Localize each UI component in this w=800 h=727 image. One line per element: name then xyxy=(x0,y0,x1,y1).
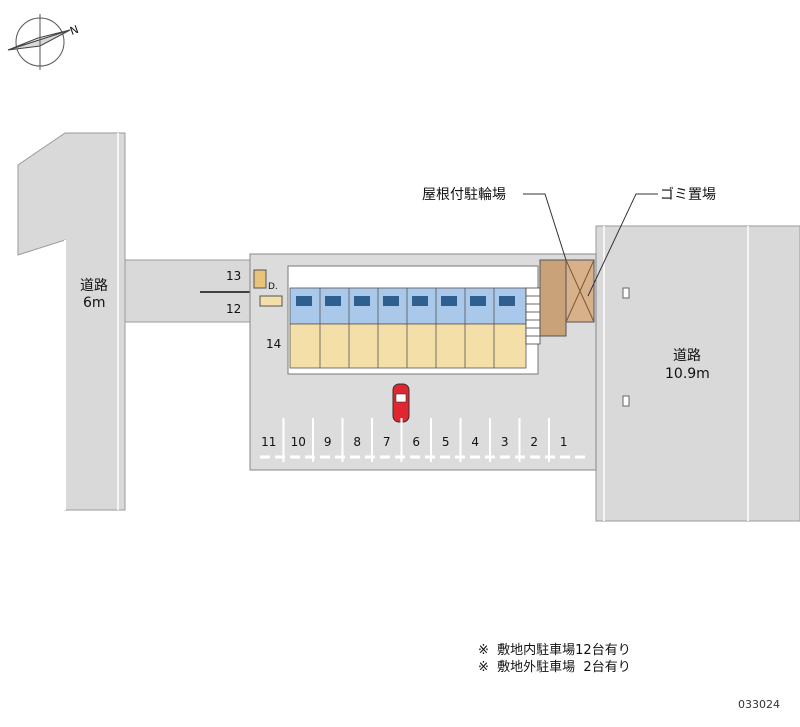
note-offsite-parking: ※ 敷地外駐車場 2台有り xyxy=(478,660,631,675)
apartment-building xyxy=(287,265,541,375)
spot-12: 12 xyxy=(226,302,241,316)
compass-icon: N xyxy=(7,14,80,70)
parking-spot-11: 11 xyxy=(261,435,276,449)
bicycle-leader-line xyxy=(523,193,567,261)
parking-spot-2: 2 xyxy=(530,435,538,449)
road-right-width: 10.9m xyxy=(665,366,710,382)
car-icon xyxy=(392,383,410,423)
parking-spot-4: 4 xyxy=(471,435,479,449)
garbage-leader-line xyxy=(587,193,658,297)
parking-spot-7: 7 xyxy=(383,435,391,449)
parking-spot-9: 9 xyxy=(324,435,332,449)
parking-spot-6: 6 xyxy=(412,435,420,449)
road-left-name: 道路 xyxy=(80,278,108,294)
bicycle-parking-shed xyxy=(539,259,567,337)
spot-13: 13 xyxy=(226,269,241,283)
spot-14: 14 xyxy=(266,337,281,351)
note-onsite-parking: ※ 敷地内駐車場12台有り xyxy=(478,643,631,658)
road-right xyxy=(595,225,800,522)
parking-spot-3: 3 xyxy=(501,435,509,449)
parking-spot-5: 5 xyxy=(442,435,450,449)
garbage-label: ゴミ置場 xyxy=(660,186,716,203)
parking-spot-10: 10 xyxy=(291,435,306,449)
road-right-name: 道路 xyxy=(673,348,701,364)
map-code: 033024 xyxy=(738,698,780,711)
parking-spot-8: 8 xyxy=(353,435,361,449)
entrance-d-label: D. xyxy=(268,282,278,292)
access-lane xyxy=(124,259,254,323)
road-left-width: 6m xyxy=(83,295,106,311)
bicycle-parking-label: 屋根付駐輪場 xyxy=(422,186,506,203)
meter-box-icon xyxy=(259,295,283,307)
mailbox-icon xyxy=(253,269,267,289)
parking-stalls: 11 10 9 8 7 6 5 4 3 2 1 xyxy=(261,418,568,462)
road-left xyxy=(17,132,126,511)
compass-north-label: N xyxy=(68,23,80,38)
parking-spot-1: 1 xyxy=(560,435,568,449)
